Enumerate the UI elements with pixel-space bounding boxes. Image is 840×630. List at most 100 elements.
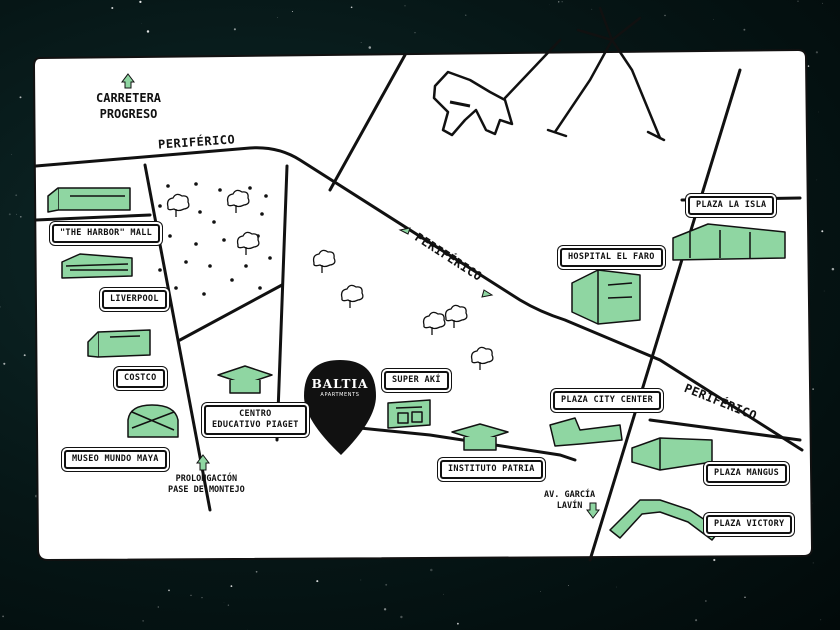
arrow-up-icon [196, 454, 210, 471]
label-plaza-mangus[interactable]: PLAZA MANGUS [706, 464, 788, 483]
park-dot [208, 264, 212, 268]
building-icon [387, 399, 431, 429]
star [168, 589, 170, 592]
building-icon [549, 417, 623, 447]
star [291, 11, 293, 12]
graduation-cap-icon [217, 365, 273, 394]
walking-person-icon [503, 6, 666, 142]
park-dot [198, 210, 202, 214]
label-museo-mundo-maya[interactable]: MUSEO MUNDO MAYA [64, 450, 167, 469]
star [664, 14, 666, 17]
star [465, 14, 467, 16]
map-pin-icon[interactable] [304, 360, 376, 455]
av-garcia-lavin-road [588, 68, 742, 562]
star [350, 6, 353, 9]
road-lower-right [648, 418, 802, 442]
park-dots [158, 182, 272, 296]
park-dot [222, 238, 226, 242]
park-dot [158, 204, 162, 208]
building-icon [47, 187, 131, 213]
label-super-aki[interactable]: SUPER AKÍ [384, 371, 449, 390]
periferico-road [34, 146, 804, 452]
star [457, 622, 459, 625]
arrow-up-icon [121, 73, 135, 89]
tree-icon [166, 193, 190, 217]
baltia-pin-label[interactable]: BALTIA APARTMENTS [305, 377, 375, 399]
tree-icon [236, 231, 260, 255]
star [2, 615, 4, 618]
label-plaza-victory[interactable]: PLAZA VICTORY [706, 515, 793, 534]
park-dot [158, 268, 162, 272]
star [695, 619, 698, 622]
star [8, 213, 11, 216]
star [385, 583, 388, 586]
star [10, 154, 12, 155]
tree-icon [422, 311, 446, 335]
pin-subtitle: APARTMENTS [320, 392, 360, 398]
road-network [34, 53, 804, 562]
label-harbor-mall[interactable]: "THE HARBOR" MALL [52, 224, 161, 243]
park-dot [260, 212, 264, 216]
dog-icon [432, 70, 514, 137]
label-plaza-city-center[interactable]: PLAZA CITY CENTER [553, 391, 662, 410]
star [557, 1, 560, 3]
star [430, 568, 433, 572]
park-dot [230, 278, 234, 282]
star [0, 306, 1, 308]
park-dot [166, 184, 170, 188]
star [705, 600, 707, 602]
star [360, 579, 362, 581]
star [146, 30, 150, 33]
star [15, 194, 18, 197]
star [227, 604, 230, 606]
tree-icons [166, 189, 494, 370]
star [360, 41, 362, 43]
star [443, 593, 444, 595]
label-plaza-la-isla[interactable]: PLAZA LA ISLA [688, 196, 775, 215]
star [812, 388, 814, 390]
star [142, 620, 144, 622]
star [111, 6, 114, 10]
arrow-down-icon [586, 502, 600, 519]
label-liverpool[interactable]: LIVERPOOL [102, 290, 167, 309]
park-dot [174, 286, 178, 290]
park-dot [244, 264, 248, 268]
road-small-diag [178, 283, 284, 342]
star [404, 5, 406, 7]
star [713, 558, 716, 562]
star [816, 179, 818, 181]
park-dot [184, 260, 188, 264]
building-icon [127, 404, 179, 438]
park-dot [212, 220, 216, 224]
star [820, 619, 822, 621]
building-icon [87, 329, 151, 358]
label-costco[interactable]: COSTCO [116, 369, 165, 388]
park-dot [202, 292, 206, 296]
star [812, 562, 814, 564]
park-dot [248, 186, 252, 190]
star [139, 0, 142, 4]
tree-icon [226, 189, 250, 213]
double-arrow-icon [398, 227, 494, 298]
star [561, 1, 563, 3]
building-icon [631, 437, 713, 471]
building-icon [61, 253, 133, 279]
park-dot [168, 234, 172, 238]
label-instituto-patria[interactable]: INSTITUTO PATRIA [440, 460, 543, 479]
park-dot [194, 242, 198, 246]
star [157, 606, 159, 608]
star [3, 362, 6, 365]
star [141, 23, 142, 24]
star [831, 267, 835, 271]
building-icon [609, 499, 721, 541]
park-dot [194, 182, 198, 186]
park-dot [218, 188, 222, 192]
label-hospital-el-faro[interactable]: HOSPITAL EL FARO [560, 248, 663, 267]
star [383, 608, 387, 611]
park-dot [258, 286, 262, 290]
star [821, 230, 824, 233]
star [568, 585, 569, 586]
star [233, 28, 236, 31]
